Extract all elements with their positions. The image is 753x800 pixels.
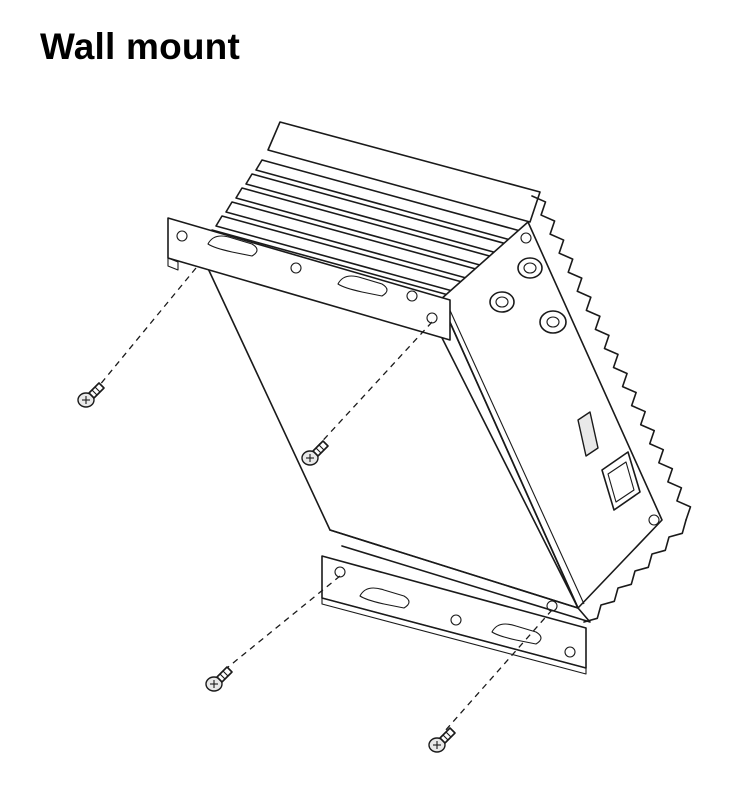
screw-guide-lines: [93, 267, 553, 733]
screw-icon: [77, 382, 105, 408]
top-wall-bracket-icon: [167, 217, 451, 341]
screw-icon: [205, 666, 233, 692]
screw-icon: [428, 727, 456, 753]
screw-icon: [301, 440, 329, 466]
ethernet-port-icon: [577, 411, 641, 511]
antenna-connector-icon: [489, 232, 660, 526]
bottom-wall-bracket-icon: [321, 555, 587, 675]
page-title: Wall mount: [40, 26, 240, 67]
